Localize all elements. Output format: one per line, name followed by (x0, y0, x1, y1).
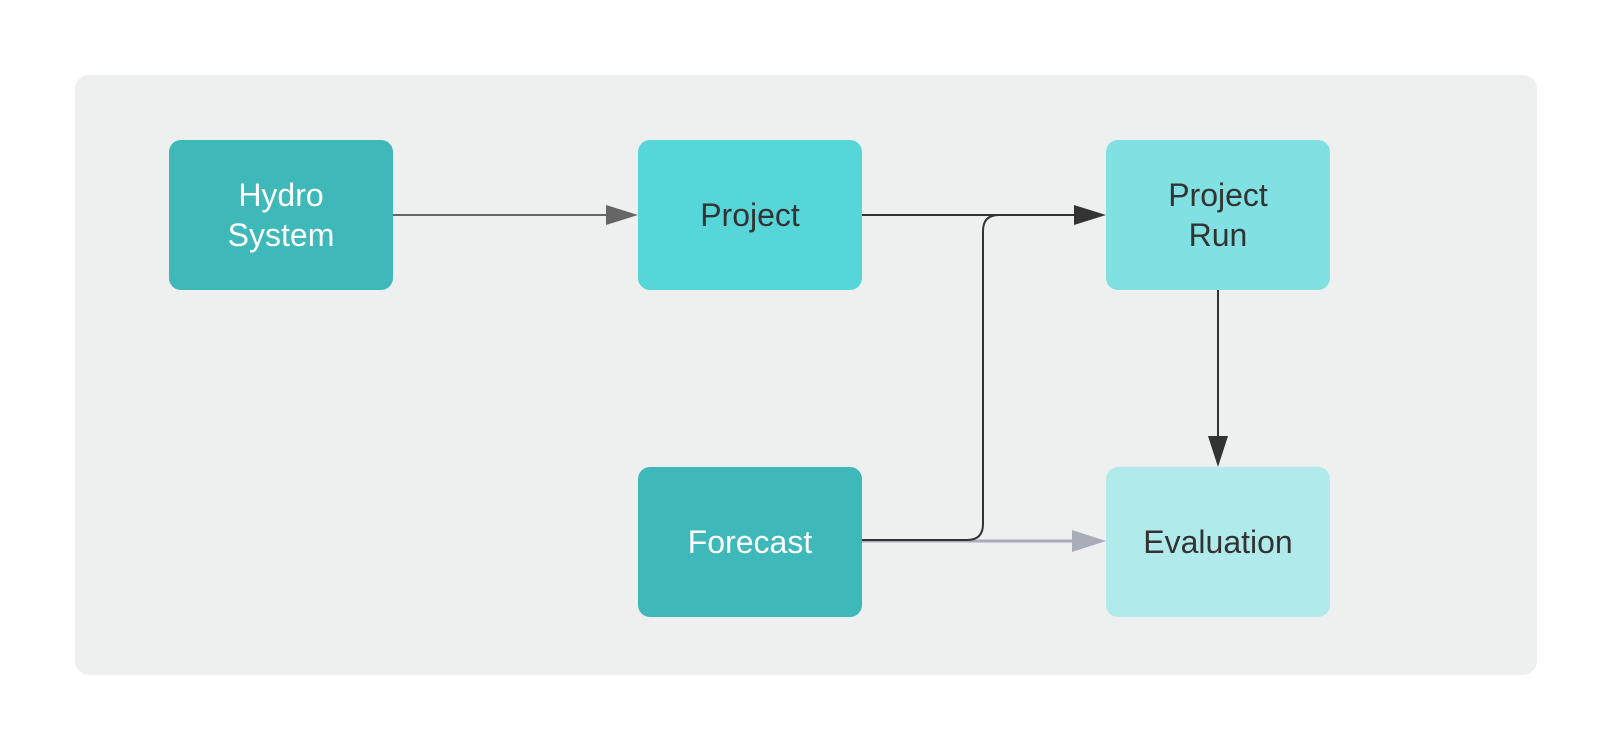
node-evaluation[interactable]: Evaluation (1106, 467, 1330, 617)
node-hydro-system[interactable]: Hydro System (169, 140, 393, 290)
edge-hydro-system-to-project (393, 205, 638, 225)
node-project[interactable]: Project (638, 140, 862, 290)
edge-project-run-to-evaluation (1208, 290, 1228, 467)
node-project-run[interactable]: Project Run (1106, 140, 1330, 290)
edge-forecast-to-project-run (862, 214, 1078, 541)
node-forecast[interactable]: Forecast (638, 467, 862, 617)
